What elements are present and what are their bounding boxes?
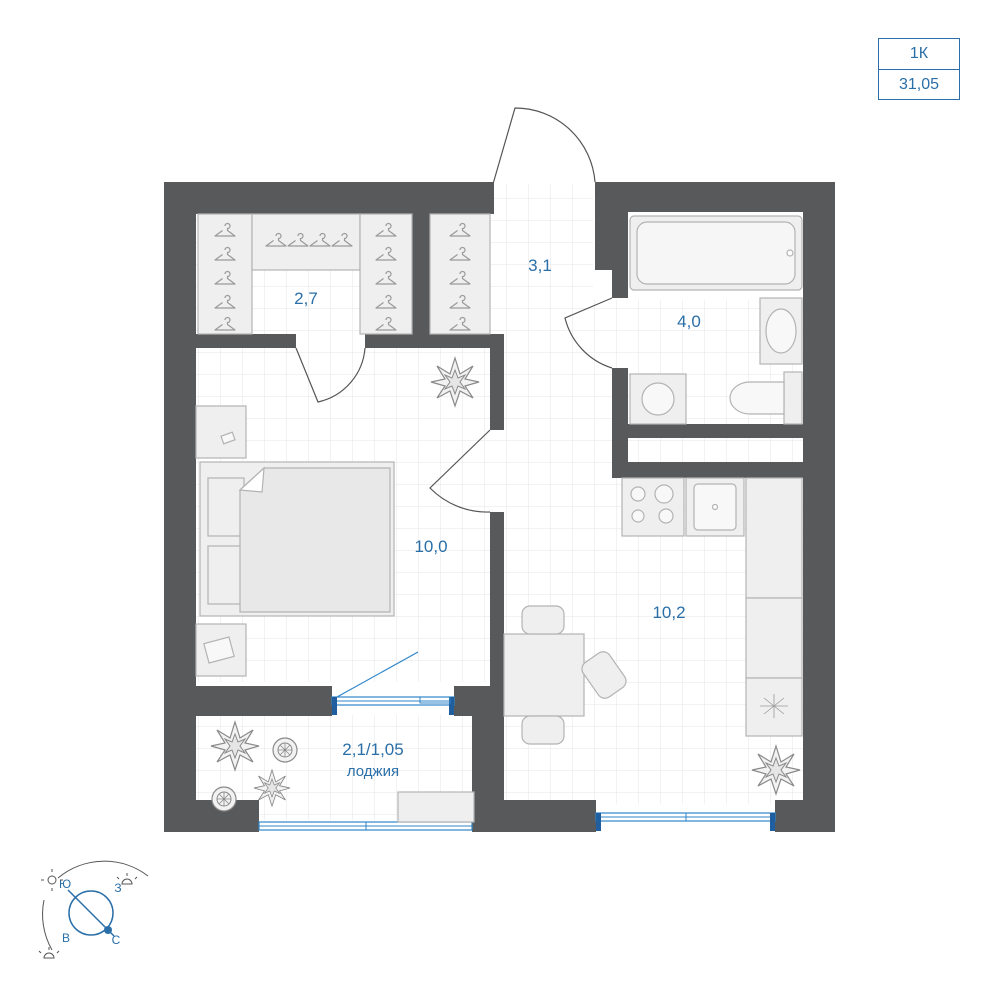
compass-west: З (114, 881, 121, 895)
dining-table (503, 633, 585, 717)
bathroom-fixtures (629, 215, 803, 425)
pillow-2 (207, 545, 245, 605)
windows (258, 696, 776, 831)
compass-north: С (112, 933, 121, 947)
chair-bottom (521, 715, 565, 745)
refrigerator (745, 597, 803, 679)
bathroom-door (564, 297, 613, 369)
washing-machine-drum (641, 382, 675, 416)
entrance-door (492, 107, 596, 185)
apartment-type: 1К (909, 45, 929, 62)
compass: Ю З В С (38, 860, 149, 959)
walls (164, 182, 835, 832)
phone-icon (220, 431, 236, 445)
chair-top (521, 605, 565, 635)
compass-ring (68, 890, 114, 936)
compass-south: Ю (59, 877, 71, 891)
loggia-cabinet (397, 791, 475, 823)
burner-4 (658, 508, 674, 524)
loggia-area-label: 2,1/1,05 (342, 740, 403, 759)
sunrise-icon (116, 873, 138, 885)
wardrobe-area-label: 2,7 (294, 289, 318, 308)
apartment-badge: 1К 31,05 (878, 38, 960, 100)
compass-east: В (62, 931, 70, 945)
bedroom-area-label: 10,0 (414, 537, 447, 556)
burner-2 (654, 484, 674, 504)
hall-area-label: 3,1 (528, 256, 552, 275)
bathtub-inner (636, 221, 796, 285)
sun-icon (41, 869, 63, 891)
sink-bowl (765, 308, 797, 354)
pillow-1 (207, 477, 245, 537)
bathroom-area-label: 4,0 (677, 312, 701, 331)
counter-top (745, 477, 803, 599)
total-area: 31,05 (879, 69, 959, 100)
bedroom-door (429, 429, 491, 513)
wardrobe-door (295, 347, 366, 403)
kitchen-area-label: 10,2 (652, 603, 685, 622)
nightstand-top (195, 405, 247, 459)
toilet-bowl (729, 381, 785, 415)
star-icon (760, 694, 788, 718)
drain-icon (786, 249, 794, 257)
loggia-label: лоджия (347, 763, 399, 780)
wardrobe-shelves (197, 213, 491, 335)
burner-3 (631, 509, 645, 523)
toilet-tank (783, 371, 803, 425)
chair-side (581, 651, 627, 699)
burner-1 (630, 486, 646, 502)
doors (295, 107, 613, 513)
blanket-corner (238, 466, 265, 493)
sunset-icon (38, 947, 60, 959)
book-icon (203, 636, 235, 664)
kitchen-furniture (503, 477, 803, 745)
stove (621, 477, 685, 537)
bedroom-furniture (195, 405, 395, 677)
balcony-door-swing (336, 651, 419, 698)
